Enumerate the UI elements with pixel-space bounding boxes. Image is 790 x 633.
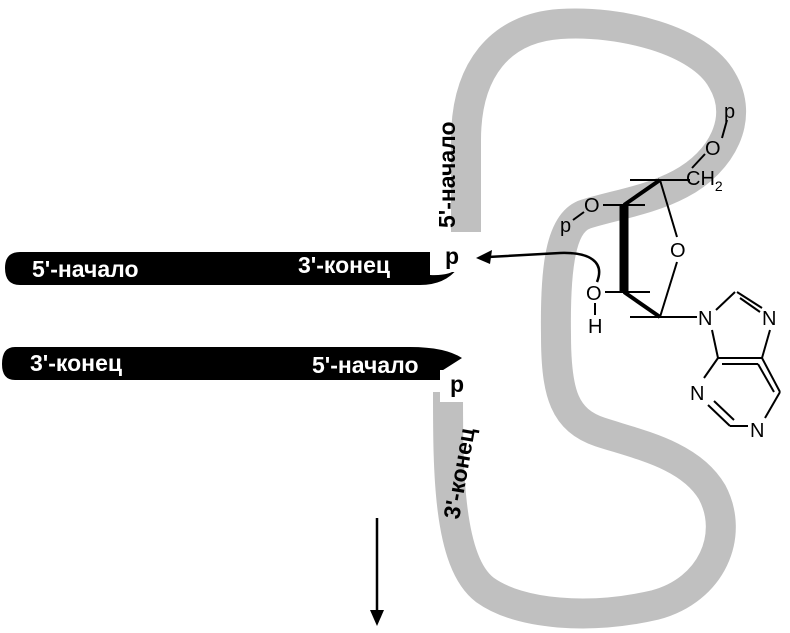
base-bond-c6-c5 xyxy=(761,357,781,393)
bottom-strand-left-label: 3'-конец xyxy=(30,350,122,376)
ribose-ring-bond-top xyxy=(622,178,662,207)
top-strand-bar xyxy=(5,252,458,285)
ribose-ring-bond-bottom xyxy=(622,290,662,319)
ch2-label: CH2 xyxy=(686,168,723,194)
base-bond-c8-n7 xyxy=(736,291,763,309)
phosphate-5prime: p xyxy=(724,101,735,123)
o-p-bond-5prime xyxy=(721,119,728,139)
ribose-ring-bond-right-bottom xyxy=(659,261,678,318)
top-strand-left-label: 5'-начало xyxy=(32,256,139,282)
ligation-arrowhead xyxy=(476,250,492,264)
base-bond-n3-c2-double xyxy=(713,400,735,421)
base-bond-n3-c2 xyxy=(707,404,731,427)
base-bond-n9-c4 xyxy=(711,329,719,359)
base-bond-c4-n3 xyxy=(703,357,719,379)
base-bond-c8-n7-double xyxy=(739,297,761,313)
ribose-ring-bond-right-top xyxy=(659,179,678,238)
top-strand-right-label: 3'-конец xyxy=(298,252,390,278)
gray-loop-strand xyxy=(433,8,747,629)
loop-top-label: 5'-начало xyxy=(434,121,460,228)
phosphate-top: p xyxy=(445,243,459,269)
phosphate-bottom: p xyxy=(450,371,464,397)
phosphate-3prime: p xyxy=(560,215,571,237)
phosphate-box-top xyxy=(436,238,474,272)
base-bond-c6-c5-double xyxy=(757,363,775,393)
oxygen-5prime: O xyxy=(705,138,721,160)
base-bond-n9-c8 xyxy=(715,291,736,311)
oxygen-3prime: O xyxy=(584,195,600,217)
base-bond-n7-c5 xyxy=(761,329,771,359)
base-n9: N xyxy=(698,308,712,330)
hydroxyl-hydrogen: H xyxy=(588,316,602,338)
o-p-bond-3prime xyxy=(572,211,585,221)
ligation-arrow xyxy=(487,251,601,283)
base-n3: N xyxy=(690,383,704,405)
phosphate-box-bottom xyxy=(440,370,476,402)
base-n1: N xyxy=(750,420,764,442)
hydroxyl-oxygen: O xyxy=(586,283,602,305)
bottom-strand-right-label: 5'-начало xyxy=(312,352,419,378)
ch2-o-bond xyxy=(691,153,706,169)
bottom-strand-bar xyxy=(2,347,462,380)
ribose-ring-oxygen: O xyxy=(670,240,686,262)
base-bond-n1-c6 xyxy=(764,391,781,419)
base-n7: N xyxy=(762,308,776,330)
down-arrow-head xyxy=(370,610,384,626)
